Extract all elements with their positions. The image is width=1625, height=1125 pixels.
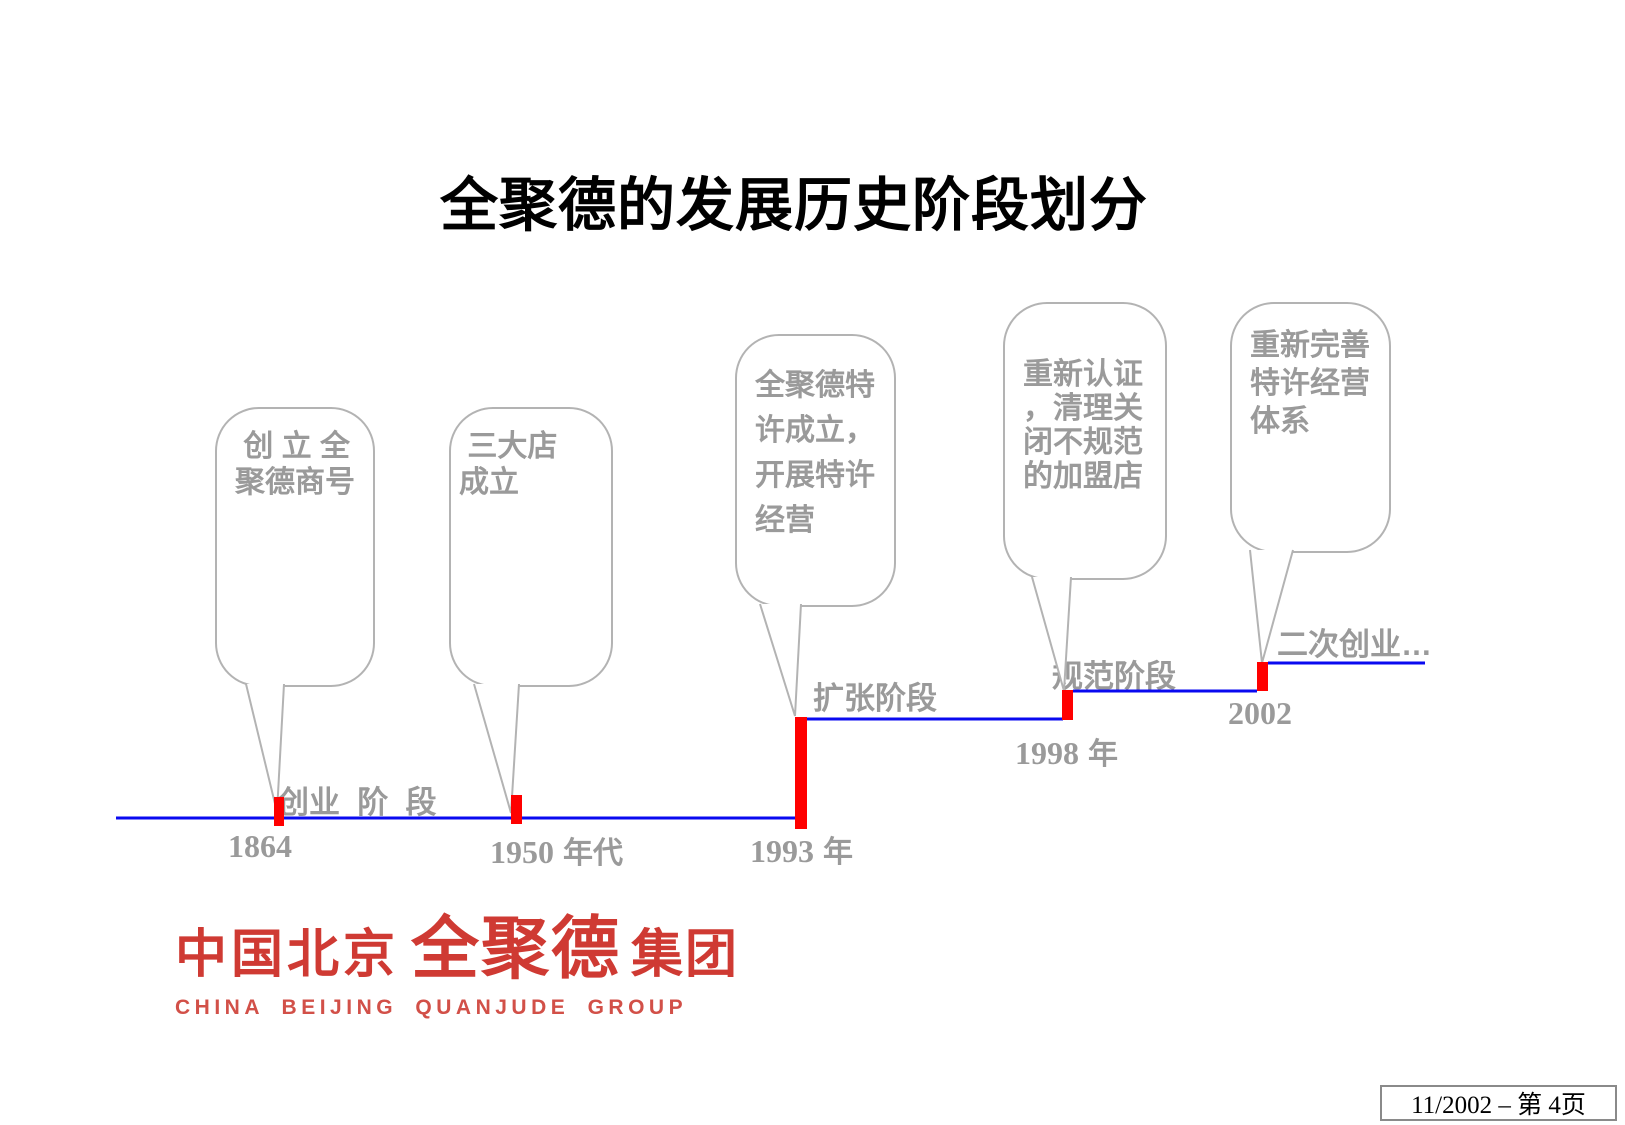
callout-1998-text: 重新认证 ，清理关 闭不规范 的加盟店 — [1023, 358, 1143, 493]
year-2002-number: 2002 — [1228, 695, 1292, 731]
callout-1998-recertify: 重新认证 ，清理关 闭不规范 的加盟店 — [1003, 302, 1167, 580]
year-label-1998: 1998 年 — [1015, 729, 1118, 773]
callout-2002-improve-system: 重新完善 特许经营 体系 — [1230, 302, 1391, 553]
marker-1993 — [795, 717, 807, 829]
year-1950-suffix: 年代 — [563, 837, 623, 870]
phase-label-standardization: 规范阶段 — [1052, 659, 1176, 694]
callout-1950-three-stores: 三大店 成立 — [449, 407, 613, 687]
callout-2002-text: 重新完善 特许经营 体系 — [1250, 329, 1370, 438]
logo-group-cjk: 集团 — [631, 926, 740, 984]
phase-label-second-venture: 二次创业… — [1277, 627, 1432, 662]
quanjude-logo: 中国北京 全聚德 集团 CHINA BEIJING QUANJUDE GROUP — [175, 893, 739, 1020]
year-1993-suffix: 年 — [823, 836, 853, 869]
phase-label-expansion: 扩张阶段 — [813, 681, 937, 716]
callout-1950-text: 三大店 成立 — [459, 430, 558, 499]
year-1998-suffix: 年 — [1088, 738, 1118, 771]
footer-page-box: 11/2002 – 第 4页 — [1380, 1085, 1617, 1121]
logo-english-line: CHINA BEIJING QUANJUDE GROUP — [175, 996, 688, 1019]
year-1864-number: 1864 — [228, 828, 292, 864]
callout-tail-1950 — [473, 683, 520, 814]
phase-label-startup: 创业 阶 段 — [278, 785, 437, 820]
logo-china-beijing-cjk: 中国北京 — [175, 926, 400, 984]
year-label-1993: 1993 年 — [750, 827, 853, 871]
year-label-2002: 2002 — [1228, 695, 1301, 732]
callout-1864-text: 创 立 全 聚德商号 — [235, 430, 355, 499]
year-label-1864: 1864 — [228, 828, 301, 865]
marker-2002 — [1257, 662, 1268, 691]
year-1993-number: 1993 — [750, 833, 814, 869]
callout-tail-1993 — [759, 603, 802, 717]
logo-quanjude-calligraphy: 全聚德 — [411, 911, 622, 987]
quanjude-logo-cjk-row: 中国北京 全聚德 集团 — [175, 893, 739, 992]
callout-1864-founding: 创 立 全 聚德商号 — [215, 407, 375, 687]
year-label-1950: 1950 年代 — [490, 828, 623, 872]
slide-title: 全聚德的发展历史阶段划分 — [440, 173, 1149, 238]
marker-1950 — [511, 795, 522, 824]
callout-1993-franchise: 全聚德特 许成立， 开展特许 经营 — [735, 334, 896, 607]
footer-page-label: 11/2002 – 第 4页 — [1411, 1092, 1586, 1119]
callout-1993-text: 全聚德特 许成立， 开展特许 经营 — [755, 369, 875, 537]
year-1998-number: 1998 — [1015, 735, 1079, 771]
year-1950-number: 1950 — [490, 834, 554, 870]
